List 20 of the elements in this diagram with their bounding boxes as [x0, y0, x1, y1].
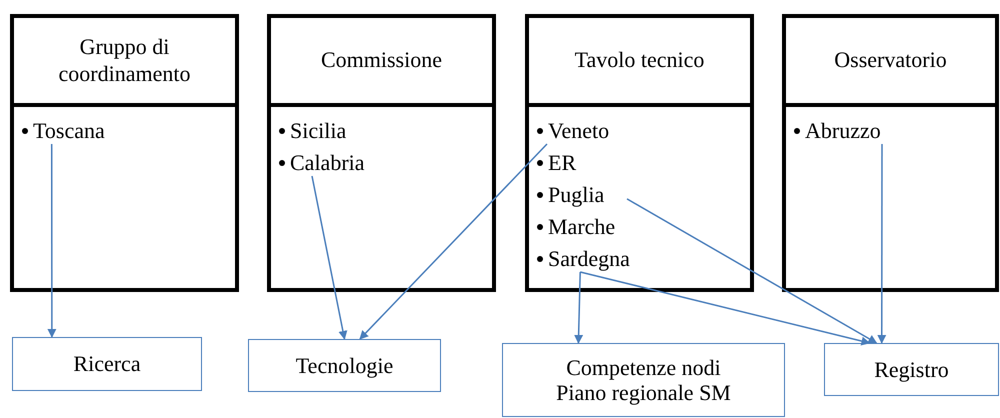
- target-box: Tecnologie: [248, 339, 441, 392]
- arrow: [311, 176, 348, 340]
- list-item-text: Toscana: [33, 118, 105, 144]
- list-item-text: ER: [548, 150, 576, 176]
- target-box: Ricerca: [12, 337, 202, 391]
- target-box: Competenze nodi Piano regionale SM: [502, 343, 785, 417]
- list-item-text: Marche: [548, 214, 616, 240]
- list-item-text: Calabria: [290, 150, 365, 176]
- arrow: [47, 144, 56, 338]
- target-box: Registro: [824, 343, 999, 396]
- list-item-text: Puglia: [548, 182, 604, 208]
- list-item-text: Sardegna: [548, 246, 630, 272]
- arrow: [626, 198, 878, 344]
- list-item-text: Veneto: [548, 118, 610, 144]
- arrow: [359, 143, 548, 340]
- list-item-text: Abruzzo: [805, 118, 881, 144]
- arrow: [877, 144, 886, 344]
- arrow: [580, 271, 870, 346]
- arrow: [574, 272, 584, 344]
- list-item-text: Sicilia: [290, 118, 346, 144]
